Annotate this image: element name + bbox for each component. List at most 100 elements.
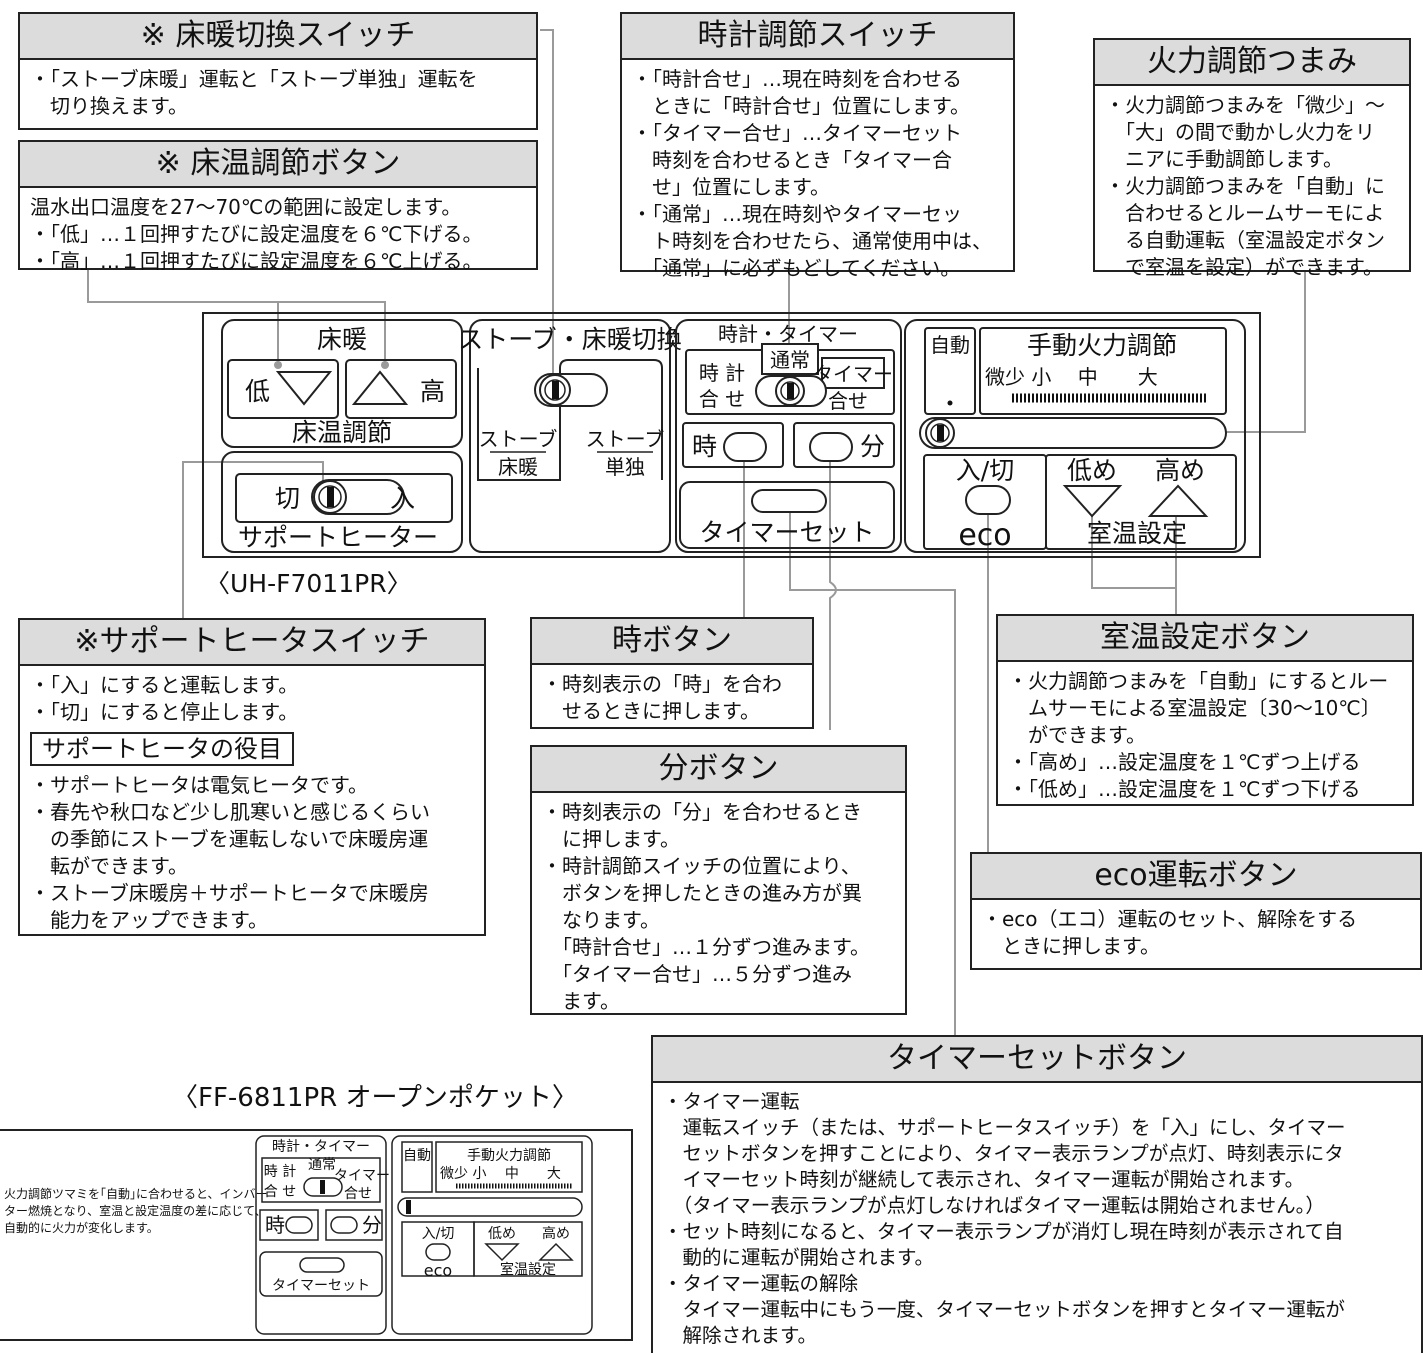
mini-fire-scale-label: 微少 小 中 大: [440, 1166, 561, 1182]
fire-knob-callout: 火力調節つまみ ・火力調節つまみを「微少」～ 「大」の間で動かし火力をリ ニアに…: [1093, 38, 1411, 279]
floor-temp-adjust-label: 床温調節: [292, 418, 392, 447]
mini-eco-button[interactable]: [425, 1243, 451, 1261]
fire-adjust-knob[interactable]: [919, 417, 1227, 449]
mini-panel: 時計・タイマー 時 計 合 せ 通常 タイマー 合せ 時 分 タイマーセット 自…: [0, 1129, 633, 1341]
hour-button[interactable]: [723, 432, 767, 462]
on-label: 入: [390, 484, 415, 513]
mini-clock-timer-label: 時計・タイマー: [272, 1139, 370, 1155]
callout-body: ・時刻表示の「時」を合わ せるときに押します。: [542, 672, 782, 723]
eco-button-callout: eco運転ボタン ・eco（エコ）運転のセット、解除をする ときに押します。: [970, 852, 1422, 970]
clock-set-label: 合 せ: [699, 387, 745, 411]
mini-timer-label: タイマー: [334, 1168, 390, 1184]
callout-body: ・火力調節つまみを「自動」にするとルー ムサーモによる室温設定〔30～10℃〕 …: [1008, 669, 1389, 801]
stove-label-right: ストーブ: [586, 427, 665, 451]
mini-clock-label: 時 計: [264, 1164, 296, 1180]
clock-timer-label: 時計・タイマー: [718, 322, 858, 346]
clock-switch-toggle[interactable]: [755, 375, 827, 407]
fire-scale-label: 微少 小 中 大: [985, 365, 1158, 389]
floor-label: 床暖: [498, 455, 538, 479]
callout-title: 時計調節スイッチ: [622, 14, 1013, 60]
support-heater-switch[interactable]: [311, 479, 405, 515]
eco-button[interactable]: [965, 485, 1011, 515]
mini-manual-fire-label: 手動火力調節: [467, 1147, 551, 1164]
stove-floor-switch-label: ストーブ・床暖切換: [458, 325, 682, 354]
callout-title: eco運転ボタン: [972, 854, 1420, 900]
callout-title: 室温設定ボタン: [998, 616, 1412, 662]
timer-label: タイマー: [813, 362, 893, 386]
control-panel: 床暖 低 高 床温調節 切 入 サポートヒーター ストーブ・床暖切換 ストーブ …: [202, 312, 1261, 598]
room-temp-callout: 室温設定ボタン ・火力調節つまみを「自動」にするとルー ムサーモによる室温設定〔…: [996, 614, 1414, 806]
mini-power-label: 入/切: [422, 1226, 455, 1242]
stove-label-left: ストーブ: [479, 427, 558, 451]
triangle-down-icon: [275, 371, 333, 406]
room-lower-button[interactable]: [1062, 485, 1123, 518]
timer-set-label: タイマーセット: [699, 518, 874, 547]
callout-body: ・「入」にすると運転します。 ・「切」にすると停止します。: [30, 673, 299, 724]
room-higher-button[interactable]: [1147, 484, 1209, 517]
power-label: 入/切: [956, 456, 1014, 485]
hour-button-callout: 時ボタン ・時刻表示の「時」を合わ せるときに押します。: [530, 617, 814, 729]
callout-body: ・火力調節つまみを「微少」～ 「大」の間で動かし火力をリ ニアに手動調節します。…: [1105, 93, 1385, 279]
mini-minute-label: 分: [362, 1213, 382, 1237]
support-heater-label: サポートヒーター: [238, 523, 438, 552]
stove-floor-toggle[interactable]: [534, 373, 608, 407]
clock-label: 時 計: [699, 361, 745, 385]
floor-temp-callout: ※ 床温調節ボタン 温水出口温度を27～70℃の範囲に設定します。 ・「低」…１…: [18, 140, 538, 273]
timer-set-button[interactable]: [751, 489, 827, 513]
mini-room-lower-button[interactable]: [484, 1243, 520, 1262]
minute-button-callout: 分ボタン ・時刻表示の「分」を合わせるとき に押します。 ・時計調節スイッチの位…: [530, 745, 907, 1015]
mini-normal-label: 通常: [308, 1157, 336, 1173]
low-label: 低: [245, 377, 270, 406]
triangle-up-icon: [351, 370, 409, 405]
callout-title: タイマーセットボタン: [653, 1037, 1421, 1083]
callout-subtitle: サポートヒータの役目: [30, 732, 294, 766]
callout-body: ・「時計合せ」…現在時刻を合わせる ときに「時計合せ」位置にします。 ・「タイマ…: [632, 67, 992, 280]
lower-label: 低め: [1067, 456, 1117, 485]
mini-timer-set-label: タイマーセット: [272, 1278, 370, 1294]
higher-label: 高め: [1155, 456, 1205, 485]
high-label: 高: [420, 377, 445, 406]
eco-label: eco: [958, 518, 1011, 553]
callout-title: 火力調節つまみ: [1095, 40, 1409, 86]
support-heater-callout: ※サポートヒータスイッチ ・「入」にすると運転します。 ・「切」にすると停止しま…: [18, 618, 486, 936]
callout-title: ※ 床暖切換スイッチ: [20, 14, 536, 60]
mini-fire-knob[interactable]: [397, 1197, 583, 1217]
mini-panel-title: 〈FF-6811PR オープンポケット〉: [172, 1083, 578, 1113]
clock-switch-callout: 時計調節スイッチ ・「時計合せ」…現在時刻を合わせる ときに「時計合せ」位置にし…: [620, 12, 1015, 280]
timer-set-callout: タイマーセットボタン ・タイマー運転 運転スイッチ（または、サポートヒータスイッ…: [651, 1035, 1423, 1353]
callout-title: ※サポートヒータスイッチ: [20, 620, 484, 666]
mini-hour-button[interactable]: [285, 1216, 313, 1234]
auto-label: 自動: [930, 333, 970, 357]
low-button[interactable]: [227, 359, 339, 419]
high-button[interactable]: [345, 359, 457, 419]
mini-timer-set-label-small: 合せ: [344, 1186, 372, 1202]
callout-body: 温水出口温度を27～70℃の範囲に設定します。 ・「低」…１回押すたびに設定温度…: [30, 195, 483, 273]
callout-title: ※ 床温調節ボタン: [20, 142, 536, 188]
callout-subbody: ・サポートヒータは電気ヒータです。 ・春先や秋口など少し肌寒いと感じるくらい の…: [30, 773, 430, 932]
mini-minute-button[interactable]: [330, 1216, 358, 1234]
mini-room-higher-button[interactable]: [538, 1242, 574, 1261]
callout-body: ・eco（エコ）運転のセット、解除をする ときに押します。: [982, 907, 1358, 958]
mini-auto-label: 自動: [403, 1148, 431, 1164]
minute-button[interactable]: [809, 432, 853, 462]
mini-clock-set-label: 合 せ: [264, 1184, 296, 1200]
mini-timer-set-button[interactable]: [299, 1257, 345, 1273]
room-temp-set-label: 室温設定: [1087, 519, 1187, 548]
hour-label: 時: [692, 432, 717, 461]
minute-label: 分: [860, 432, 885, 461]
callout-title: 時ボタン: [532, 619, 812, 665]
callout-body: ・「ストーブ床暖」運転と「ストーブ単独」運転を 切り換えます。: [30, 67, 478, 118]
alone-label: 単独: [605, 455, 645, 479]
mini-room-temp-set-label: 室温設定: [500, 1261, 556, 1278]
timer-set-label-small: 合せ: [828, 389, 868, 413]
mini-lower-label: 低め: [488, 1226, 516, 1242]
normal-label: 通常: [770, 348, 810, 372]
callout-title: 分ボタン: [532, 747, 905, 793]
mini-higher-label: 高め: [542, 1225, 570, 1242]
off-label: 切: [275, 484, 300, 513]
mini-eco-label: eco: [424, 1261, 452, 1280]
manual-fire-label: 手動火力調節: [1027, 331, 1177, 360]
callout-body: ・タイマー運転 運転スイッチ（または、サポートヒータスイッチ）を「入」にし、タイ…: [663, 1090, 1346, 1347]
mini-hour-label: 時: [265, 1213, 285, 1237]
